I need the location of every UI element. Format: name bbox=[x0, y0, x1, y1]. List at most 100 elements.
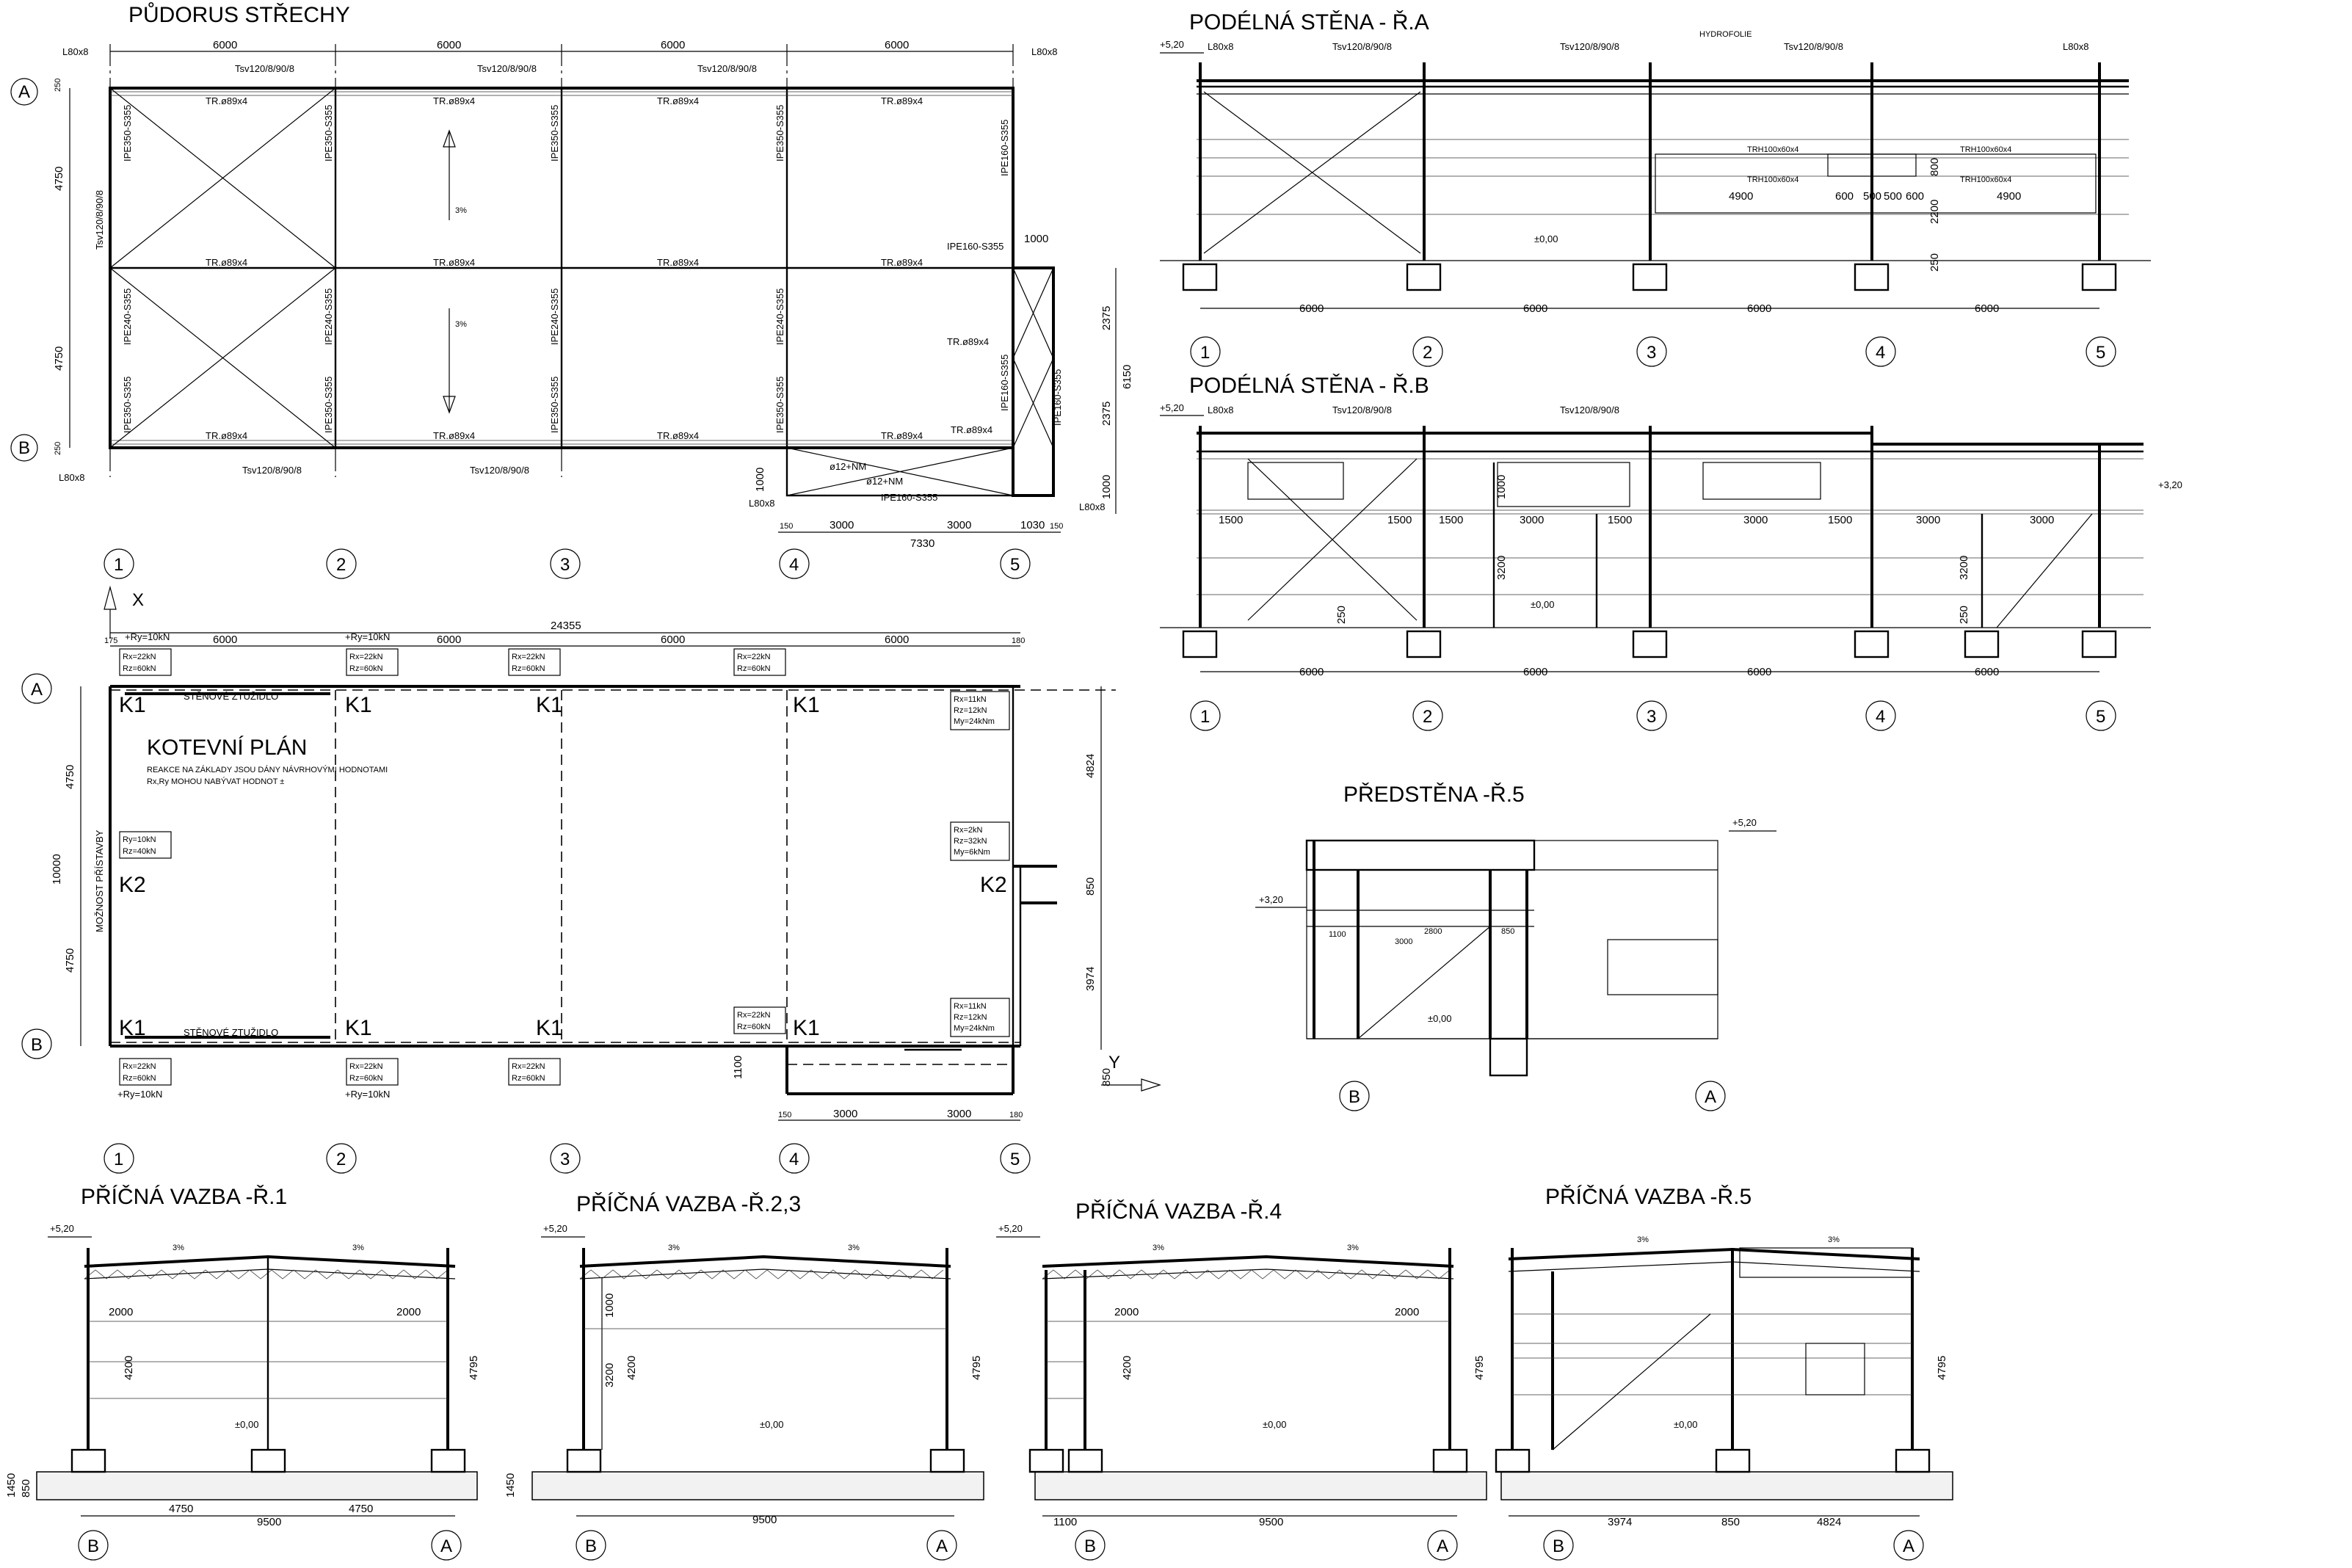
frame-5-title: PŘÍČNÁ VAZBA -Ř.5 bbox=[1545, 1184, 1752, 1209]
svg-text:3974: 3974 bbox=[1608, 1516, 1632, 1528]
svg-text:3%: 3% bbox=[455, 320, 467, 329]
svg-text:TR.ø89x4: TR.ø89x4 bbox=[206, 430, 247, 441]
svg-text:3000: 3000 bbox=[947, 519, 971, 531]
frame-1-section: PŘÍČNÁ VAZBA -Ř.1 +5,20 2000 2000 4200 4… bbox=[5, 1184, 480, 1561]
svg-text:Rx=11kN: Rx=11kN bbox=[954, 1002, 987, 1011]
svg-text:B: B bbox=[1084, 1536, 1096, 1556]
svg-text:IPE350-S355: IPE350-S355 bbox=[323, 105, 334, 161]
svg-text:850: 850 bbox=[1084, 877, 1097, 896]
svg-text:B: B bbox=[31, 1035, 43, 1055]
svg-text:5: 5 bbox=[1010, 1150, 1020, 1169]
svg-text:Rz=60kN: Rz=60kN bbox=[349, 1074, 383, 1083]
svg-text:Rx=22kN: Rx=22kN bbox=[737, 653, 771, 661]
svg-text:1500: 1500 bbox=[1828, 514, 1852, 526]
svg-text:TR.ø89x4: TR.ø89x4 bbox=[206, 95, 247, 106]
svg-text:My=24kNm: My=24kNm bbox=[954, 717, 995, 726]
wall-b-elevation: PODÉLNÁ STĚNA - Ř.B +5,20 +3,20 ±0,00 bbox=[1160, 374, 2182, 731]
svg-text:TR.ø89x4: TR.ø89x4 bbox=[657, 257, 699, 268]
svg-text:1450: 1450 bbox=[504, 1473, 517, 1498]
svg-text:6000: 6000 bbox=[1975, 302, 1999, 315]
svg-text:TR.ø89x4: TR.ø89x4 bbox=[947, 336, 989, 347]
svg-text:3200: 3200 bbox=[1958, 556, 1970, 580]
svg-text:STĚNOVÉ ZTUŽIDLO: STĚNOVÉ ZTUŽIDLO bbox=[184, 1027, 278, 1038]
svg-text:A: A bbox=[1903, 1536, 1914, 1556]
svg-text:L80x8: L80x8 bbox=[1208, 41, 1233, 52]
svg-text:24355: 24355 bbox=[551, 620, 581, 632]
svg-text:±0,00: ±0,00 bbox=[760, 1419, 783, 1430]
svg-text:4: 4 bbox=[1876, 343, 1885, 363]
frame-4-section: PŘÍČNÁ VAZBA -Ř.4 +5,20 2000 2000 4200 4… bbox=[996, 1199, 1487, 1561]
svg-text:Tsv120/8/90/8: Tsv120/8/90/8 bbox=[1332, 41, 1392, 52]
svg-text:Ry=10kN: Ry=10kN bbox=[123, 835, 156, 844]
svg-text:L80x8: L80x8 bbox=[62, 46, 88, 57]
svg-text:+Ry=10kN: +Ry=10kN bbox=[125, 631, 170, 642]
svg-text:3%: 3% bbox=[1828, 1235, 1840, 1244]
svg-text:IPE350-S355: IPE350-S355 bbox=[549, 105, 560, 161]
svg-text:TR.ø89x4: TR.ø89x4 bbox=[433, 257, 475, 268]
svg-text:IPE350-S355: IPE350-S355 bbox=[774, 377, 785, 433]
svg-text:6000: 6000 bbox=[885, 634, 909, 646]
frame-4-title: PŘÍČNÁ VAZBA -Ř.4 bbox=[1075, 1199, 1282, 1224]
svg-text:6000: 6000 bbox=[885, 39, 909, 51]
anchor-nodes: K1 K1 K1 K1 K2 K2 K1 K1 K1 K1 bbox=[119, 693, 1007, 1040]
svg-text:6000: 6000 bbox=[213, 634, 237, 646]
svg-text:±0,00: ±0,00 bbox=[1531, 599, 1554, 610]
svg-text:4824: 4824 bbox=[1817, 1516, 1841, 1528]
svg-text:4: 4 bbox=[789, 1150, 799, 1169]
svg-text:1000: 1000 bbox=[1100, 475, 1113, 499]
svg-text:±0,00: ±0,00 bbox=[1263, 1419, 1286, 1430]
svg-text:Rx=11kN: Rx=11kN bbox=[954, 695, 987, 704]
svg-text:Tsv120/8/90/8: Tsv120/8/90/8 bbox=[235, 63, 294, 74]
svg-text:HYDROFOLIE: HYDROFOLIE bbox=[1699, 30, 1752, 39]
svg-text:6000: 6000 bbox=[1523, 666, 1547, 678]
svg-text:1030: 1030 bbox=[1020, 519, 1045, 531]
svg-text:3974: 3974 bbox=[1084, 967, 1097, 991]
svg-text:Rx,Ry MOHOU NABÝVAT HODNOT ±: Rx,Ry MOHOU NABÝVAT HODNOT ± bbox=[147, 777, 284, 786]
svg-text:2000: 2000 bbox=[1114, 1306, 1139, 1318]
svg-text:A: A bbox=[440, 1536, 452, 1556]
svg-text:3: 3 bbox=[560, 1150, 570, 1169]
svg-text:TR.ø89x4: TR.ø89x4 bbox=[433, 95, 475, 106]
svg-text:K1: K1 bbox=[345, 1016, 372, 1040]
svg-text:2000: 2000 bbox=[1395, 1306, 1419, 1318]
svg-text:4900: 4900 bbox=[1997, 190, 2021, 203]
svg-text:Tsv120/8/90/8: Tsv120/8/90/8 bbox=[477, 63, 537, 74]
svg-text:3: 3 bbox=[1647, 707, 1656, 727]
svg-text:2200: 2200 bbox=[1928, 200, 1941, 224]
svg-text:3000: 3000 bbox=[947, 1108, 971, 1120]
svg-text:250: 250 bbox=[1335, 606, 1348, 624]
svg-text:Tsv120/8/90/8: Tsv120/8/90/8 bbox=[1560, 404, 1619, 415]
svg-text:+5,20: +5,20 bbox=[50, 1223, 74, 1234]
svg-text:4750: 4750 bbox=[53, 346, 65, 371]
svg-text:2375: 2375 bbox=[1100, 306, 1113, 330]
roof-member-labels: L80x8 Tsv120/8/90/8 Tsv120/8/90/8 Tsv120… bbox=[59, 46, 1105, 512]
front-wall-elevation: PŘEDSTĚNA -Ř.5 +5,20 +3,20 ±0,00 1100 30… bbox=[1255, 783, 1776, 1111]
svg-text:Tsv120/8/90/8: Tsv120/8/90/8 bbox=[94, 190, 105, 250]
svg-text:B: B bbox=[585, 1536, 597, 1556]
svg-text:1500: 1500 bbox=[1219, 514, 1243, 526]
svg-text:150: 150 bbox=[778, 1111, 791, 1119]
svg-text:850: 850 bbox=[1100, 1068, 1113, 1086]
svg-text:5: 5 bbox=[2096, 343, 2105, 363]
svg-text:180: 180 bbox=[1009, 1111, 1023, 1119]
svg-text:B: B bbox=[1553, 1536, 1564, 1556]
svg-text:TR.ø89x4: TR.ø89x4 bbox=[881, 257, 923, 268]
svg-text:6000: 6000 bbox=[661, 39, 685, 51]
svg-text:3%: 3% bbox=[668, 1244, 680, 1252]
svg-text:150: 150 bbox=[1050, 522, 1063, 531]
svg-text:150: 150 bbox=[780, 522, 793, 531]
svg-text:IPE350-S355: IPE350-S355 bbox=[122, 105, 133, 161]
svg-text:K1: K1 bbox=[119, 693, 146, 717]
svg-text:A: A bbox=[31, 680, 43, 700]
svg-text:3200: 3200 bbox=[1495, 556, 1508, 580]
frame-5-section: PŘÍČNÁ VAZBA -Ř.5 4795 ±0,00 3% 3% 3974 … bbox=[1495, 1184, 1953, 1561]
svg-text:+5,20: +5,20 bbox=[998, 1223, 1023, 1234]
svg-text:2: 2 bbox=[336, 1150, 346, 1169]
svg-text:6000: 6000 bbox=[1299, 666, 1324, 678]
svg-text:3000: 3000 bbox=[2030, 514, 2054, 526]
svg-text:2000: 2000 bbox=[396, 1306, 421, 1318]
svg-text:500: 500 bbox=[1884, 190, 1902, 203]
svg-text:Rx=22kN: Rx=22kN bbox=[512, 653, 545, 661]
svg-text:TR.ø89x4: TR.ø89x4 bbox=[433, 430, 475, 441]
svg-text:Rz=60kN: Rz=60kN bbox=[737, 664, 771, 673]
